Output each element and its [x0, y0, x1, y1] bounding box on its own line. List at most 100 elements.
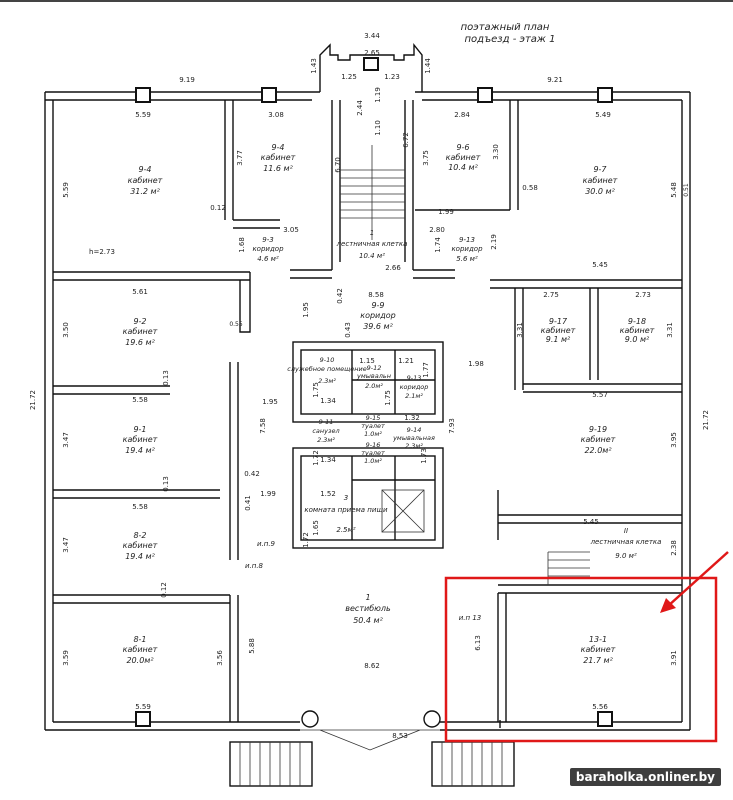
stair-ii — [547, 551, 590, 585]
svg-text:31.2 м²: 31.2 м² — [130, 187, 160, 196]
svg-text:9.21: 9.21 — [547, 76, 563, 84]
svg-text:3.30: 3.30 — [492, 144, 500, 160]
svg-text:2.84: 2.84 — [454, 111, 470, 119]
svg-text:1.65: 1.65 — [312, 520, 320, 536]
svg-text:3.08: 3.08 — [268, 111, 284, 119]
svg-text:8-1: 8-1 — [133, 635, 146, 644]
exterior-walls — [44, 87, 691, 731]
svg-text:0.42: 0.42 — [336, 288, 344, 304]
svg-text:5.59: 5.59 — [62, 182, 70, 198]
svg-text:2.0м²: 2.0м² — [365, 382, 383, 390]
svg-text:1.43: 1.43 — [310, 58, 318, 74]
svg-text:3.31: 3.31 — [516, 322, 524, 338]
svg-text:5.58: 5.58 — [132, 396, 148, 404]
svg-text:3.91: 3.91 — [670, 650, 678, 666]
svg-text:1.15: 1.15 — [359, 357, 375, 365]
svg-text:2.38: 2.38 — [670, 540, 678, 556]
svg-text:2.44: 2.44 — [356, 100, 364, 116]
svg-text:19.4 м²: 19.4 м² — [125, 552, 155, 561]
svg-text:9-2: 9-2 — [133, 317, 146, 326]
svg-text:1.99: 1.99 — [260, 490, 276, 498]
svg-text:9-14: 9-14 — [407, 426, 422, 434]
svg-text:8.53: 8.53 — [392, 732, 408, 740]
svg-text:лестничная клетка: лестничная клетка — [336, 240, 408, 248]
svg-text:39.6 м²: 39.6 м² — [363, 322, 393, 331]
svg-text:7.58: 7.58 — [259, 418, 267, 434]
highlight-box — [444, 576, 718, 743]
svg-text:5.45: 5.45 — [592, 261, 608, 269]
svg-text:и.п 13: и.п 13 — [459, 614, 481, 622]
svg-text:9.0 м²: 9.0 м² — [625, 335, 650, 344]
svg-text:1.25: 1.25 — [341, 73, 357, 81]
svg-text:9.19: 9.19 — [179, 76, 195, 84]
svg-text:0.58: 0.58 — [522, 184, 538, 192]
svg-text:2.3м²: 2.3м² — [317, 436, 335, 444]
svg-text:0.43: 0.43 — [344, 322, 352, 338]
dimension-labels: 3.44 2.65 1.43 1.44 1.25 1.23 9.19 9.21 … — [29, 32, 710, 740]
svg-text:9-4: 9-4 — [138, 165, 151, 174]
svg-text:коридор: коридор — [252, 245, 284, 253]
svg-text:9-10: 9-10 — [320, 356, 335, 364]
svg-text:7.93: 7.93 — [448, 418, 456, 434]
svg-text:кабинет: кабинет — [123, 327, 158, 336]
svg-text:2.73: 2.73 — [635, 291, 651, 299]
svg-text:умывальн: умывальн — [356, 372, 391, 380]
svg-text:5.6 м²: 5.6 м² — [456, 255, 478, 263]
svg-text:3.05: 3.05 — [283, 226, 299, 234]
svg-text:2.75: 2.75 — [543, 291, 559, 299]
svg-text:9-13: 9-13 — [407, 374, 422, 382]
svg-text:11.6 м²: 11.6 м² — [263, 164, 293, 173]
svg-text:1.75: 1.75 — [384, 390, 392, 406]
svg-text:9-9: 9-9 — [371, 301, 384, 310]
svg-text:5.88: 5.88 — [248, 638, 256, 654]
svg-text:5.56: 5.56 — [592, 703, 608, 711]
svg-text:10.4 м²: 10.4 м² — [448, 163, 478, 172]
svg-text:0.41: 0.41 — [244, 495, 252, 511]
svg-text:1.23: 1.23 — [384, 73, 400, 81]
svg-text:9-13: 9-13 — [459, 236, 475, 244]
svg-text:кабинет: кабинет — [261, 153, 296, 162]
svg-text:5.49: 5.49 — [595, 111, 611, 119]
svg-text:9-3: 9-3 — [262, 236, 273, 244]
svg-text:туалет: туалет — [361, 422, 385, 430]
svg-text:1.73: 1.73 — [420, 448, 428, 464]
svg-text:5.59: 5.59 — [135, 111, 151, 119]
svg-text:2.65: 2.65 — [364, 49, 380, 57]
svg-text:19.6 м²: 19.6 м² — [125, 338, 155, 347]
svg-text:1.44: 1.44 — [424, 58, 432, 74]
svg-text:3.95: 3.95 — [670, 432, 678, 448]
svg-text:30.0 м²: 30.0 м² — [585, 187, 615, 196]
svg-text:кабинет: кабинет — [581, 435, 616, 444]
svg-text:0.12: 0.12 — [210, 204, 226, 212]
svg-text:8-2: 8-2 — [133, 531, 146, 540]
svg-text:5.57: 5.57 — [592, 391, 608, 399]
svg-text:3.47: 3.47 — [62, 537, 70, 553]
arrow-shaft — [667, 551, 729, 607]
svg-text:0.12: 0.12 — [160, 582, 168, 598]
svg-text:13-1: 13-1 — [589, 635, 607, 644]
svg-text:3.77: 3.77 — [236, 150, 244, 166]
svg-text:1.0м²: 1.0м² — [364, 457, 382, 465]
svg-text:10.4 м²: 10.4 м² — [359, 252, 385, 260]
svg-text:1.52: 1.52 — [320, 490, 336, 498]
svg-text:19.4 м²: 19.4 м² — [125, 446, 155, 455]
svg-text:кабинет: кабинет — [541, 326, 576, 335]
svg-text:5.45: 5.45 — [583, 518, 599, 526]
svg-text:кабинет: кабинет — [581, 645, 616, 654]
svg-text:0.13: 0.13 — [162, 476, 170, 492]
central-core — [292, 341, 444, 549]
svg-text:3.50: 3.50 — [62, 322, 70, 338]
svg-text:кабинет: кабинет — [620, 326, 655, 335]
